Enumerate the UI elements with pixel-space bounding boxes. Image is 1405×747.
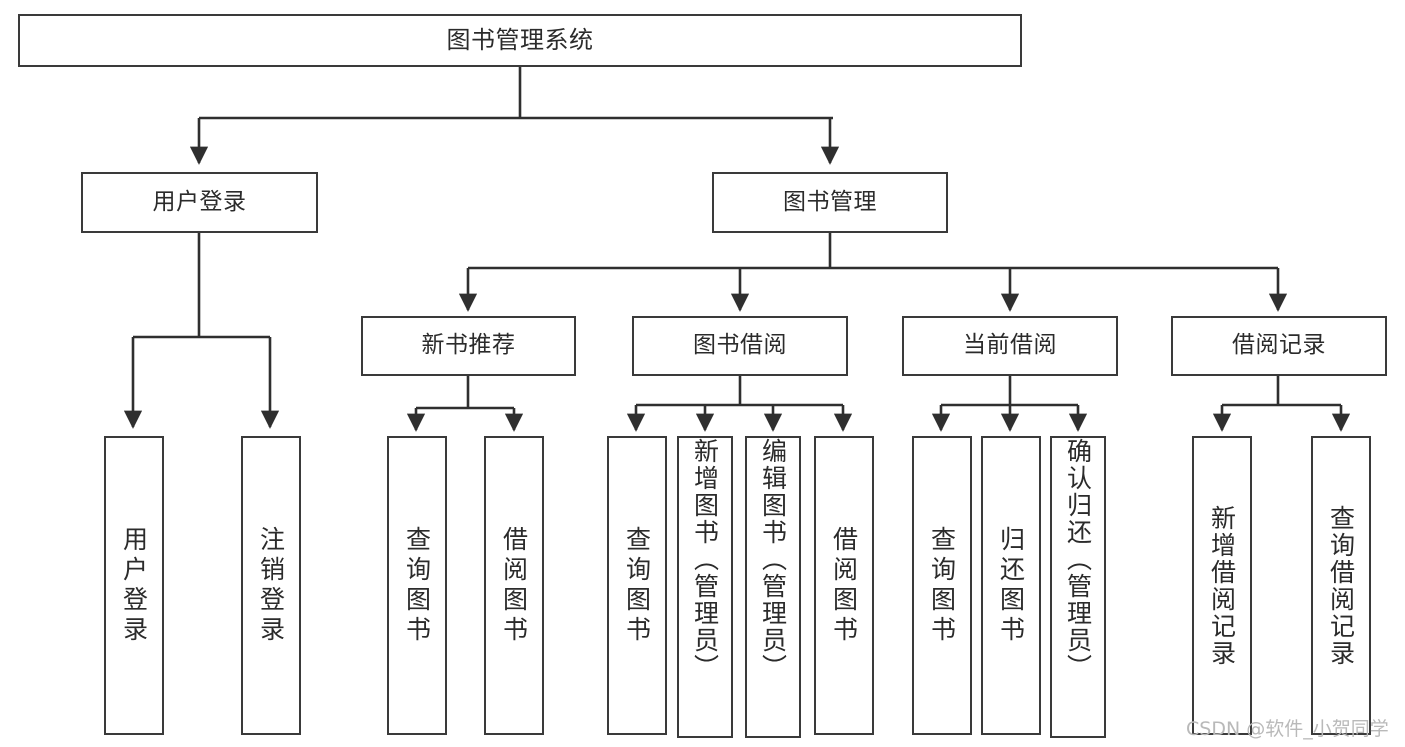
node-leaf-return-book-label: 归还图书	[996, 525, 1026, 646]
node-new-book-recommend[interactable]: 新书推荐	[361, 316, 576, 376]
node-borrow-record[interactable]: 借阅记录	[1171, 316, 1387, 376]
node-leaf-query-book-3[interactable]: 查询图书	[912, 436, 972, 735]
node-user-login-label: 用户登录	[152, 188, 247, 215]
node-root-system[interactable]: 图书管理系统	[18, 14, 1022, 67]
node-leaf-query-record-label: 查询借阅记录	[1326, 504, 1356, 667]
node-leaf-query-record[interactable]: 查询借阅记录	[1311, 436, 1371, 735]
node-leaf-query-book-1-label: 查询图书	[402, 525, 432, 646]
node-current-borrow-label: 当前借阅	[963, 332, 1057, 359]
node-leaf-query-book-3-label: 查询图书	[927, 525, 957, 646]
node-borrow-record-label: 借阅记录	[1232, 332, 1326, 359]
node-leaf-query-book-2-label: 查询图书	[622, 525, 652, 646]
node-leaf-add-book[interactable]: 新增图书（管理员）	[677, 436, 733, 738]
node-leaf-logout-login[interactable]: 注销登录	[241, 436, 301, 735]
node-leaf-borrow-book-1[interactable]: 借阅图书	[484, 436, 544, 735]
node-leaf-add-record-label: 新增借阅记录	[1207, 504, 1237, 667]
node-leaf-return-book[interactable]: 归还图书	[981, 436, 1041, 735]
node-leaf-add-record[interactable]: 新增借阅记录	[1192, 436, 1252, 735]
node-leaf-borrow-book-2-label: 借阅图书	[829, 525, 859, 646]
node-current-borrow[interactable]: 当前借阅	[902, 316, 1118, 376]
node-leaf-query-book-1[interactable]: 查询图书	[387, 436, 447, 735]
node-new-book-recommend-label: 新书推荐	[421, 332, 516, 359]
node-user-login[interactable]: 用户登录	[81, 172, 318, 233]
node-book-manage-label: 图书管理	[783, 188, 877, 215]
node-book-manage[interactable]: 图书管理	[712, 172, 948, 233]
node-leaf-confirm-return-label: 确认归还（管理员）	[1063, 438, 1093, 681]
node-leaf-query-book-2[interactable]: 查询图书	[607, 436, 667, 735]
node-leaf-borrow-book-1-label: 借阅图书	[499, 525, 529, 646]
node-leaf-borrow-book-2[interactable]: 借阅图书	[814, 436, 874, 735]
node-leaf-add-book-label: 新增图书（管理员）	[690, 438, 720, 681]
node-leaf-logout-login-label: 注销登录	[256, 525, 286, 646]
node-root-system-label: 图书管理系统	[446, 26, 594, 55]
node-leaf-edit-book[interactable]: 编辑图书（管理员）	[745, 436, 801, 738]
node-book-borrow[interactable]: 图书借阅	[632, 316, 848, 376]
node-leaf-user-login[interactable]: 用户登录	[104, 436, 164, 735]
watermark-text: CSDN @软件_小贺同学	[1186, 718, 1389, 740]
node-leaf-user-login-label: 用户登录	[119, 525, 149, 646]
node-book-borrow-label: 图书借阅	[693, 332, 787, 359]
node-leaf-edit-book-label: 编辑图书（管理员）	[758, 438, 788, 681]
node-leaf-confirm-return[interactable]: 确认归还（管理员）	[1050, 436, 1106, 738]
